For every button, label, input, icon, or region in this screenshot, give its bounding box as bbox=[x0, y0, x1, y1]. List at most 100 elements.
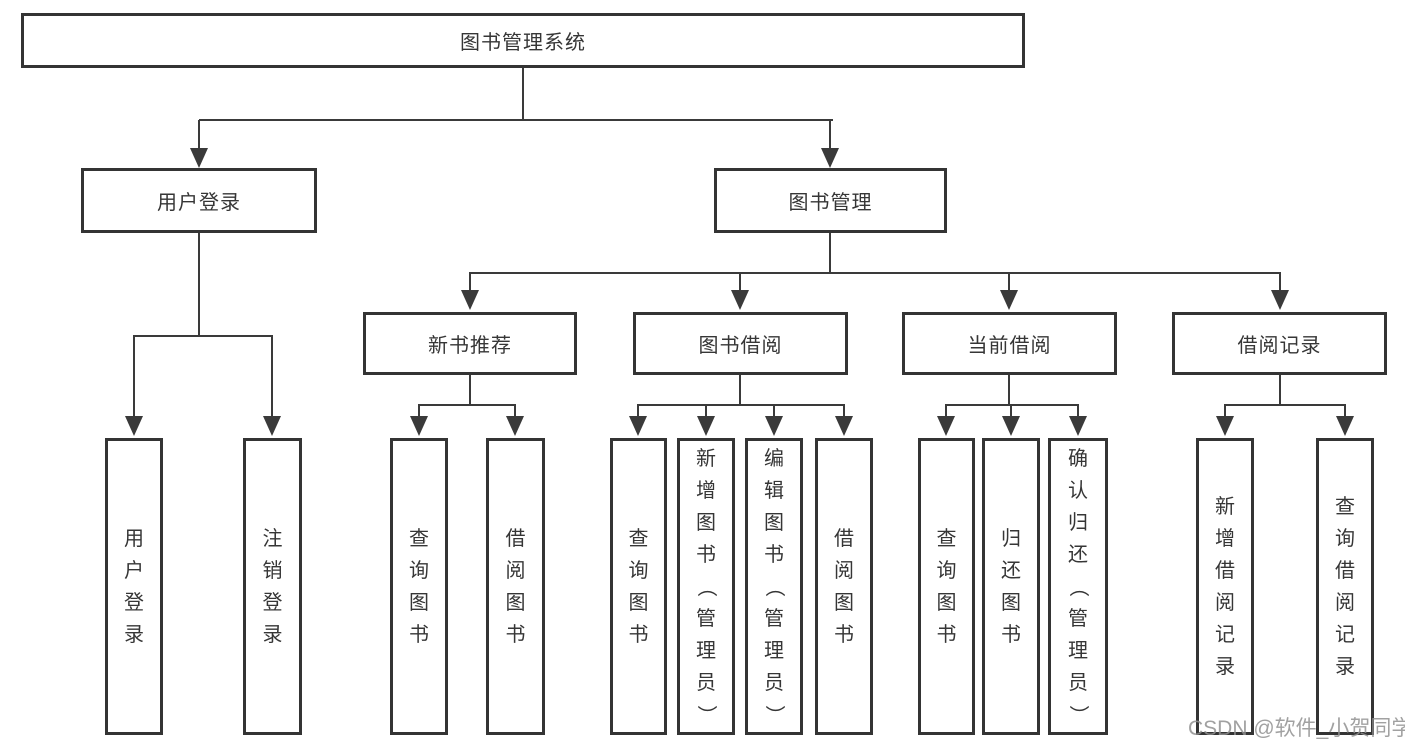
connector-line bbox=[829, 120, 831, 154]
vertical-char: 管 bbox=[696, 607, 716, 630]
vertical-char: 注 bbox=[262, 527, 283, 550]
node-library-management-system: 图书管理系统 bbox=[21, 13, 1025, 68]
vertical-char: 图 bbox=[505, 591, 526, 614]
node-label: 图书管理 bbox=[788, 192, 873, 214]
connector-line bbox=[773, 405, 775, 421]
vertical-char: 还 bbox=[1068, 543, 1088, 566]
vertical-char: 员 bbox=[1068, 671, 1088, 694]
arrowhead-down-icon bbox=[190, 148, 208, 168]
leaf-logout: 注销登录 bbox=[243, 438, 302, 735]
arrowhead-down-icon bbox=[410, 416, 428, 436]
leaf-label: 查询图书 bbox=[613, 441, 664, 732]
connector-line bbox=[133, 336, 135, 420]
vertical-char: 图 bbox=[764, 511, 784, 534]
vertical-char: 确 bbox=[1068, 447, 1088, 470]
vertical-char: ） bbox=[1067, 704, 1089, 725]
vertical-char: 阅 bbox=[1335, 591, 1355, 614]
arrowhead-down-icon bbox=[263, 416, 281, 436]
vertical-char: 查 bbox=[409, 527, 429, 550]
connector-line bbox=[199, 119, 833, 121]
arrowhead-down-icon bbox=[125, 416, 143, 436]
leaf-edit-books-admin: 编辑图书（管理员） bbox=[745, 438, 803, 735]
vertical-char: 图 bbox=[409, 591, 429, 614]
leaf-borrow-books-recommend: 借阅图书 bbox=[486, 438, 545, 735]
vertical-char: 销 bbox=[262, 559, 283, 582]
vertical-char: 询 bbox=[409, 559, 429, 582]
arrowhead-down-icon bbox=[461, 290, 479, 310]
arrowhead-down-icon bbox=[821, 148, 839, 168]
vertical-char: 图 bbox=[936, 591, 957, 614]
vertical-char: 用 bbox=[124, 527, 144, 550]
vertical-char: 归 bbox=[1068, 511, 1088, 534]
leaf-label: 查询借阅记录 bbox=[1319, 441, 1371, 732]
vertical-char: 辑 bbox=[764, 479, 784, 502]
vertical-char: 还 bbox=[1001, 559, 1021, 582]
arrowhead-down-icon bbox=[1271, 290, 1289, 310]
vertical-char: 书 bbox=[409, 623, 429, 646]
connector-line bbox=[829, 233, 831, 273]
leaf-label: 借阅图书 bbox=[489, 441, 542, 732]
node-borrowing-records: 借阅记录 bbox=[1172, 312, 1387, 375]
connector-line bbox=[469, 273, 471, 296]
leaf-add-books-admin: 新增图书（管理员） bbox=[677, 438, 735, 735]
connector-line bbox=[1008, 375, 1010, 405]
node-new-book-recommend: 新书推荐 bbox=[363, 312, 577, 375]
connector-line bbox=[637, 405, 639, 421]
connector-line bbox=[1010, 405, 1012, 421]
node-label: 用户登录 bbox=[157, 192, 241, 214]
leaf-label: 借阅图书 bbox=[818, 441, 870, 732]
vertical-char: 阅 bbox=[505, 559, 526, 582]
node-book-borrowing: 图书借阅 bbox=[633, 312, 848, 375]
connector-line bbox=[1279, 273, 1281, 296]
vertical-char: 书 bbox=[505, 623, 526, 646]
leaf-confirm-return-admin: 确认归还（管理员） bbox=[1048, 438, 1108, 735]
vertical-char: 查 bbox=[1335, 495, 1355, 518]
vertical-char: 员 bbox=[696, 671, 716, 694]
vertical-char: 录 bbox=[124, 623, 144, 646]
arrowhead-down-icon bbox=[765, 416, 783, 436]
arrowhead-down-icon bbox=[1002, 416, 1020, 436]
connector-line bbox=[945, 404, 1079, 406]
vertical-char: 录 bbox=[262, 623, 283, 646]
vertical-char: 新 bbox=[1215, 495, 1235, 518]
connector-line bbox=[1008, 273, 1010, 296]
leaf-user-login: 用户登录 bbox=[105, 438, 163, 735]
leaf-label: 确认归还（管理员） bbox=[1051, 441, 1105, 732]
vertical-char: 书 bbox=[936, 623, 957, 646]
leaf-return-books: 归还图书 bbox=[982, 438, 1040, 735]
vertical-char: （ bbox=[1067, 576, 1089, 597]
connector-line bbox=[843, 405, 845, 421]
leaf-label: 用户登录 bbox=[108, 441, 160, 732]
vertical-char: 书 bbox=[1001, 623, 1021, 646]
leaf-query-borrow-record: 查询借阅记录 bbox=[1316, 438, 1374, 735]
node-label: 当前借阅 bbox=[967, 335, 1052, 357]
vertical-char: 书 bbox=[696, 543, 716, 566]
vertical-char: 询 bbox=[1335, 527, 1355, 550]
vertical-char: 增 bbox=[696, 479, 716, 502]
leaf-query-books-recommend: 查询图书 bbox=[390, 438, 448, 735]
connector-line bbox=[739, 375, 741, 406]
arrowhead-down-icon bbox=[697, 416, 715, 436]
vertical-char: 图 bbox=[834, 591, 854, 614]
connector-line bbox=[1344, 405, 1346, 421]
arrowhead-down-icon bbox=[731, 290, 749, 310]
vertical-char: ） bbox=[763, 704, 785, 725]
vertical-char: 登 bbox=[262, 591, 283, 614]
leaf-label: 新增图书（管理员） bbox=[680, 441, 732, 732]
vertical-char: 归 bbox=[1001, 527, 1021, 550]
watermark-text: CSDN @软件_小贺同学 bbox=[1188, 717, 1405, 740]
vertical-char: 图 bbox=[1001, 591, 1021, 614]
node-book-management: 图书管理 bbox=[714, 168, 947, 233]
connector-line bbox=[637, 404, 845, 406]
vertical-char: 编 bbox=[764, 447, 784, 470]
node-user-login: 用户登录 bbox=[81, 168, 317, 233]
node-label: 图书借阅 bbox=[698, 335, 783, 357]
connector-line bbox=[133, 335, 273, 337]
connector-line bbox=[705, 405, 707, 421]
vertical-char: 询 bbox=[936, 559, 957, 582]
connector-line bbox=[1224, 405, 1226, 421]
node-label: 新书推荐 bbox=[428, 335, 512, 357]
arrowhead-down-icon bbox=[1069, 416, 1087, 436]
leaf-query-books-borrowing: 查询图书 bbox=[610, 438, 667, 735]
